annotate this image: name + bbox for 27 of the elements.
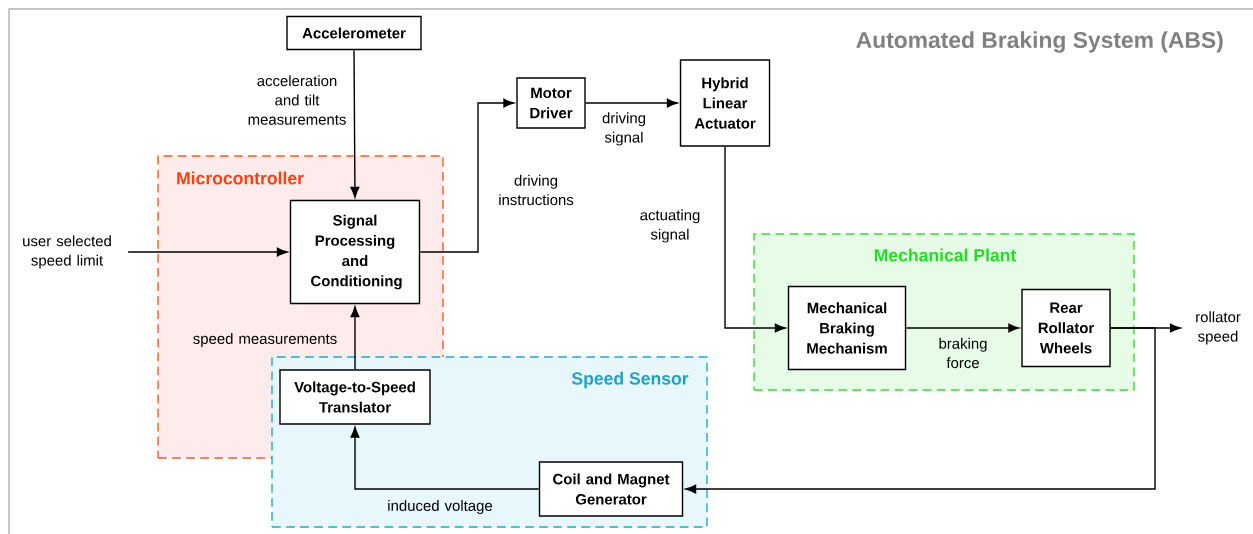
- title: Automated Braking System (ABS): [856, 31, 1223, 53]
- signal-text: user selected speed limit: [23, 235, 111, 269]
- arrow: [685, 327, 1156, 494]
- edge-label: acceleration and tilt measurements: [248, 75, 346, 125]
- arrow: [127, 247, 288, 257]
- arrow: [350, 426, 540, 490]
- edge-label: speed measurements: [193, 333, 337, 347]
- arrow: [724, 146, 786, 333]
- process-box: Accelerometer: [286, 15, 422, 51]
- arrow: [350, 49, 360, 198]
- arrow: [419, 98, 515, 253]
- arrow: [585, 98, 678, 108]
- arrow: [905, 323, 1020, 333]
- process-box: Rear Rollator Wheels: [1021, 288, 1111, 368]
- arrow: [350, 306, 360, 370]
- process-box: Hybrid Linear Actuator: [679, 59, 771, 147]
- edge-label: braking force: [939, 337, 987, 369]
- edge-label: actuating signal: [640, 209, 700, 243]
- process-box: Mechanical Braking Mechanism: [787, 285, 907, 371]
- process-box: Signal Processing and Conditioning: [289, 199, 421, 305]
- process-box: Voltage-to-Speed Translator: [279, 369, 431, 425]
- edge-label: induced voltage: [388, 500, 493, 514]
- edge-label: driving signal: [602, 112, 646, 146]
- process-box: Motor Driver: [516, 77, 586, 129]
- process-box: Coil and Magnet Generator: [538, 461, 684, 517]
- signal-text: rollator speed: [1196, 311, 1241, 345]
- edge-label: driving instructions: [499, 174, 574, 206]
